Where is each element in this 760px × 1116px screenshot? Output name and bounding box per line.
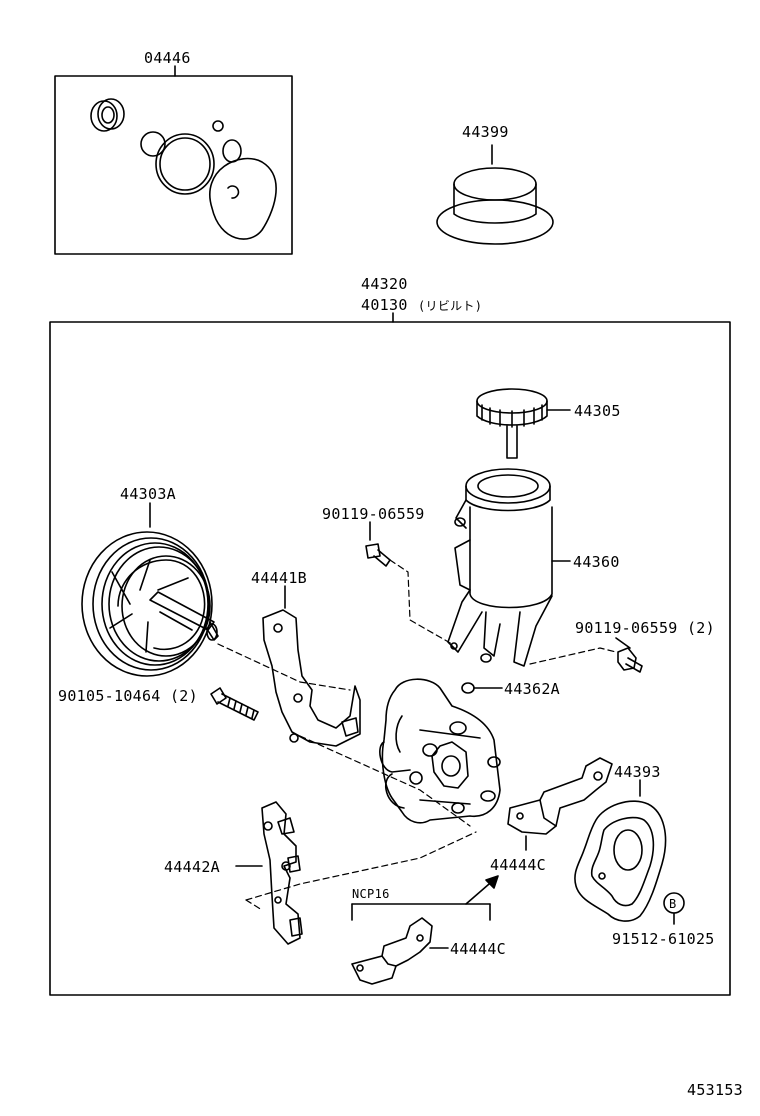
label-assembly: 44320 (361, 275, 408, 293)
bolt-90119-06559 (365, 521, 391, 567)
label-cap-cover: 44399 (462, 123, 509, 141)
dashed-leaders (217, 559, 617, 911)
figure-number: 453153 (687, 1081, 743, 1099)
kit-large-oring (155, 133, 215, 195)
ncp16-group (351, 875, 499, 985)
bolt-90119-06559-2 (615, 637, 643, 673)
label-rebuilt: 40130 (361, 296, 408, 314)
ref-mark-b (663, 892, 685, 925)
kit-medium-ring (222, 139, 242, 163)
reservoir-44360 (447, 468, 571, 667)
label-gasket: 44393 (614, 763, 661, 781)
oring-44362A (461, 653, 503, 694)
label-bolt-a: 90119-06559 (322, 505, 425, 523)
kit-small-ring (140, 131, 166, 157)
label-clip: 91512-61025 (612, 930, 715, 948)
cap-cover-44399 (436, 144, 554, 245)
kit-tiny-ring (212, 120, 224, 132)
label-oring: 44362A (504, 680, 560, 698)
gasket-44393 (574, 779, 667, 922)
label-bracket-c2: 44444C (450, 940, 506, 958)
label-bracket-b: 44441B (251, 569, 307, 587)
bracket-44441B (262, 585, 361, 747)
pump-body (379, 678, 501, 824)
bracket-44444C (507, 757, 613, 851)
label-variant: NCP16 (352, 887, 390, 901)
label-reservoir: 44360 (573, 553, 620, 571)
label-bracket-c: 44444C (490, 856, 546, 874)
kit-box (54, 75, 293, 255)
label-ref-mark: B (669, 897, 677, 911)
label-bolt-c: 90105-10464 (2) (58, 687, 198, 705)
label-bolt-b: 90119-06559 (2) (575, 619, 715, 637)
label-bracket-a: 44442A (164, 858, 220, 876)
bolt-90105-10464 (210, 687, 259, 721)
bracket-44442A (235, 801, 303, 945)
label-reservoir-cap: 44305 (574, 402, 621, 420)
kit-bushing (90, 98, 125, 132)
label-kit: 04446 (144, 49, 191, 67)
reservoir-cap-44305 (476, 388, 571, 459)
pulley-44303A (81, 502, 219, 677)
label-rebuilt-note: (リビルト) (418, 299, 483, 313)
kit-seal-plate (209, 157, 277, 240)
assembly-box (49, 321, 731, 996)
label-pulley: 44303A (120, 485, 176, 503)
